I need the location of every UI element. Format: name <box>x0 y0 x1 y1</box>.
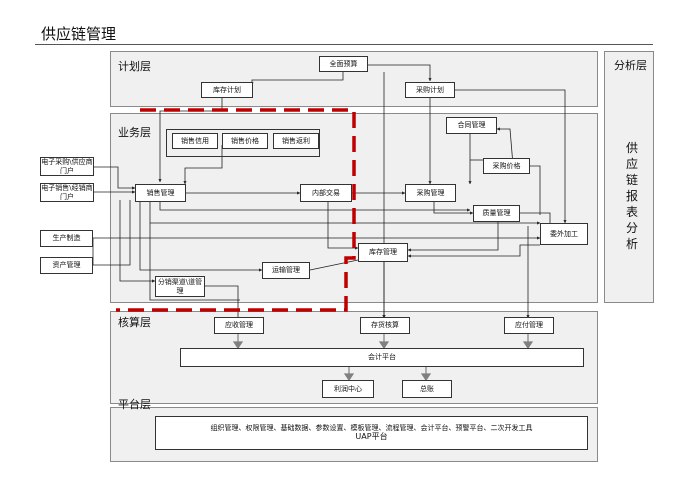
page-title: 供应链管理 <box>41 25 117 43</box>
title-divider <box>35 44 653 45</box>
node-asset: 资产管理 <box>40 257 93 274</box>
node-production: 生产制造 <box>40 230 93 247</box>
node-stock-plan: 库存计划 <box>201 82 253 98</box>
node-quality: 质量管理 <box>473 205 520 222</box>
node-general-ledger: 总账 <box>402 380 452 398</box>
node-internal-trade: 内部交易 <box>300 184 352 202</box>
node-platform-modules: 组织管理、权限管理、基础数据、参数设置、模板管理、流程管理、会计平台、预警平台、… <box>155 416 588 450</box>
analysis-vertical-text: 供应链报表分析 <box>625 141 638 251</box>
plan-layer-label: 计划层 <box>118 60 151 73</box>
node-ledger-platform: 会计平台 <box>180 348 584 367</box>
uap-platform-text: UAP平台 <box>355 432 388 442</box>
node-purchase-mgmt: 采购管理 <box>405 184 456 202</box>
node-sales-credit: 销售信用 <box>172 133 218 149</box>
platform-modules-text: 组织管理、权限管理、基础数据、参数设置、模板管理、流程管理、会计平台、预警平台、… <box>210 424 533 433</box>
node-ecom-supply: 电子采购\供应商门户 <box>40 157 94 176</box>
node-sales-price: 销售价格 <box>222 133 268 149</box>
analysis-layer <box>604 51 654 303</box>
node-channel: 分销渠道\道管理 <box>155 276 205 297</box>
node-transport: 运输管理 <box>262 262 310 279</box>
analysis-layer-label: 分析层 <box>614 59 647 72</box>
node-profit-center: 利润中心 <box>322 380 374 398</box>
node-ecom-sales: 电子销售\经销商门户 <box>40 183 94 202</box>
platform-layer-label: 平台层 <box>118 398 151 411</box>
business-layer-label: 业务层 <box>118 126 151 139</box>
scope-dashed-boundary <box>116 108 356 312</box>
node-stock-accounting: 存货核算 <box>360 317 410 334</box>
node-receivable: 应收管理 <box>214 317 264 334</box>
node-sales-rebate: 销售返利 <box>273 133 319 149</box>
node-budget: 全面预算 <box>319 56 368 72</box>
sales-group-frame <box>166 129 320 157</box>
node-purchase-plan: 采购计划 <box>405 82 455 98</box>
node-contract: 合同管理 <box>446 117 497 134</box>
node-purchase-price: 采购价格 <box>483 158 530 174</box>
node-inventory: 库存管理 <box>358 243 408 262</box>
node-payable: 应付管理 <box>504 317 554 334</box>
node-sales-mgmt: 销售管理 <box>135 184 186 202</box>
accounting-layer-label: 核算层 <box>118 316 151 329</box>
node-outsource: 委外加工 <box>540 223 588 245</box>
